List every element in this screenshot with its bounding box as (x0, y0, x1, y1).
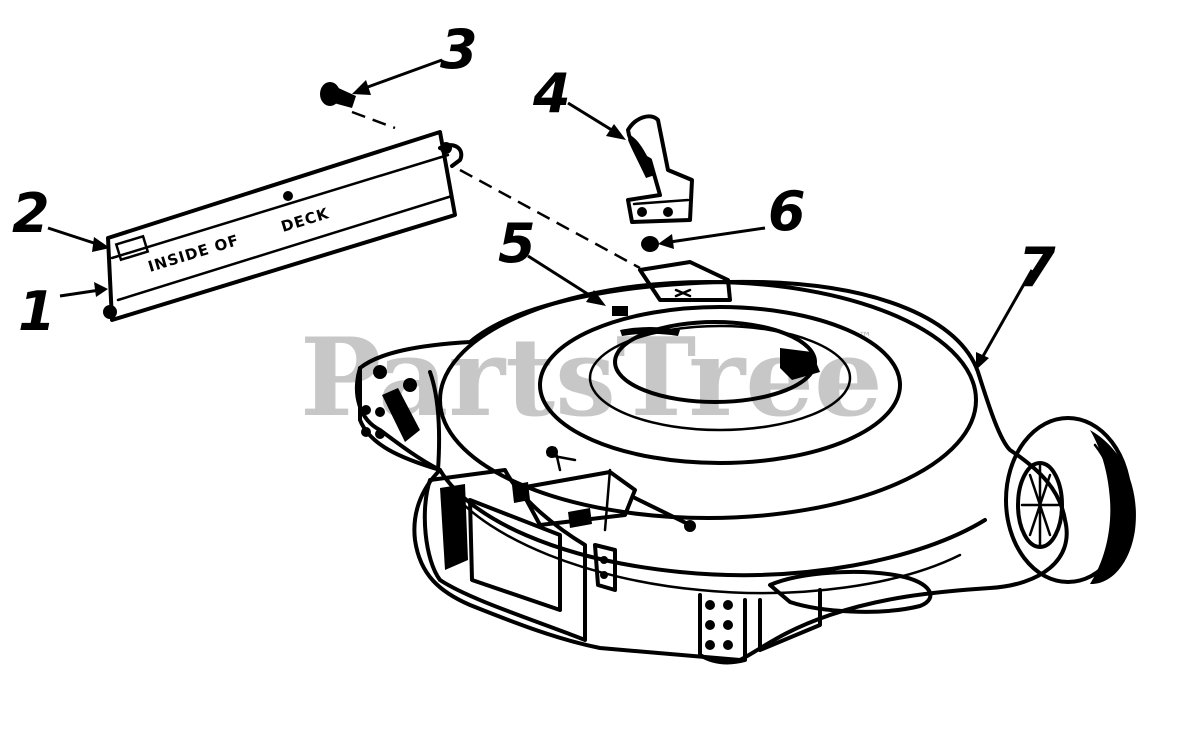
baffle-plate: INSIDE OF DECK (103, 130, 464, 322)
leader-lines (47, 58, 1034, 370)
bolt (320, 82, 356, 108)
plate-stamp-right: DECK (279, 204, 332, 236)
leader-7 (980, 269, 1034, 359)
callout-4: 4 (532, 62, 571, 125)
callout-7: 7 (1018, 236, 1056, 299)
bolt-shank (330, 86, 356, 108)
callout-2: 2 (12, 182, 50, 245)
callout-5: 5 (498, 212, 536, 275)
mower-deck (354, 260, 1136, 665)
deck-recess (768, 569, 933, 614)
callout-3: 3 (440, 18, 478, 81)
bracket-outline (626, 114, 694, 224)
mount-notch (780, 348, 820, 380)
leader-5 (527, 254, 595, 300)
discharge-chute (422, 468, 587, 642)
deck-skirt-line (438, 468, 987, 578)
leader-1 (59, 288, 101, 298)
nut (641, 236, 659, 252)
callout-labels: 1 2 3 4 5 6 7 (12, 18, 1056, 343)
handle-bracket (626, 114, 694, 224)
wheel-hub (1016, 461, 1064, 549)
leader-3 (364, 58, 443, 90)
leader-6 (669, 226, 766, 244)
leader-4 (567, 101, 616, 134)
plate-outline (106, 130, 457, 322)
deck-rear-tab (638, 260, 732, 302)
callout-6: 6 (768, 180, 806, 243)
callout-1: 1 (18, 280, 56, 343)
label-decal (612, 306, 628, 316)
rear-wheel (1004, 416, 1136, 585)
height-adjuster (518, 470, 637, 527)
assembly-lines (351, 110, 641, 270)
plate-stamp-left: INSIDE OF (146, 231, 242, 276)
deck-dome-outer (438, 280, 978, 520)
deck-dome-inner (588, 324, 852, 432)
leader-2 (47, 226, 101, 247)
deck-dome-ring (538, 305, 902, 465)
